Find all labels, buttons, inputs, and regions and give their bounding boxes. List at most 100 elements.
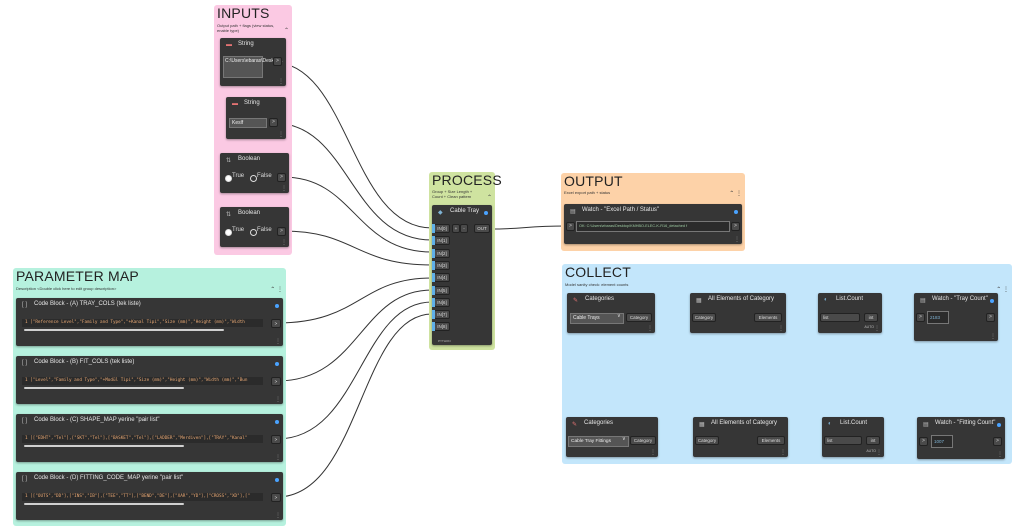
code-output-port[interactable]: > <box>271 493 281 502</box>
collect-group-title: COLLECT <box>565 264 631 280</box>
node-menu-icon[interactable]: ⋮ <box>647 326 653 332</box>
input-port[interactable]: > <box>919 437 928 446</box>
collapse-chevron-icon[interactable]: ⌃ ⋮ <box>996 287 1009 293</box>
elements-output-port[interactable]: Elements <box>757 436 785 445</box>
node-menu-icon[interactable]: ⋮ <box>278 132 284 138</box>
output-port[interactable]: > <box>269 118 278 127</box>
input-port[interactable]: > <box>916 313 925 322</box>
boolean-node-1[interactable]: ⇅ Boolean True False > ⋮ <box>220 153 289 193</box>
code-output-port[interactable]: > <box>271 435 281 444</box>
node-menu-icon[interactable]: ⋮ <box>997 452 1003 458</box>
node-menu-icon[interactable]: ⋮ <box>275 455 281 461</box>
category-input-port[interactable]: Category <box>692 313 716 322</box>
code-scrollbar[interactable] <box>24 445 184 447</box>
code-scrollbar[interactable] <box>24 503 184 505</box>
code-editor[interactable]: 1 ["Level","Family and Type","+Modül Tip… <box>22 377 263 385</box>
node-menu-icon[interactable]: ⋮ <box>275 339 281 345</box>
code-block-node[interactable]: [ ]Code Block - (A) TRAY_COLS (tek liste… <box>16 298 283 346</box>
category-output-port[interactable]: Category <box>626 313 652 322</box>
all-elements-node-2[interactable]: ▦ All Elements of Category Category Elem… <box>693 417 788 457</box>
node-menu-icon[interactable]: ⋮ <box>281 240 287 246</box>
input-port-0[interactable]: IN[0] <box>434 224 450 233</box>
watch-node-tray-count[interactable]: ▤ Watch - "Tray Count" > 2183 > ⋮ <box>914 293 998 341</box>
output-port[interactable]: > <box>986 313 995 322</box>
python-node-cable-tray[interactable]: ◆ Cable Tray IN[0]IN[1]IN[2]IN[3]IN[4]IN… <box>432 205 492 345</box>
list-count-node-1[interactable]: ◐ List.Count list int AUTO ⋮ <box>818 293 882 333</box>
watch-node-fitting-count[interactable]: ▤ Watch - "Fitting Count" > 1007 > ⋮ <box>917 417 1005 459</box>
node-menu-icon[interactable]: ⋮ <box>650 450 656 456</box>
collapse-chevron-icon[interactable]: ⌃ <box>283 28 289 34</box>
string-node-2[interactable]: ▬ String Keslf > ⋮ <box>226 97 286 139</box>
int-output-port[interactable]: int <box>864 313 878 322</box>
code-scrollbar[interactable] <box>24 387 184 389</box>
inputs-group-description: Output path + flags (view status, enable… <box>217 23 275 33</box>
code-block-node[interactable]: [ ]Code Block - (B) FIT_COLS (tek liste)… <box>16 356 283 404</box>
output-port[interactable]: > <box>993 437 1002 446</box>
code-editor[interactable]: 1 [["EDHT","Tel"],["SKT","Tel"],["BASKET… <box>22 435 263 443</box>
port-indicator-strip <box>432 285 435 295</box>
code-block-node[interactable]: [ ]Code Block - (C) SHAPE_MAP yerine "pa… <box>16 414 283 462</box>
code-editor[interactable]: 1 [["OUTS","DD"],["INS","IB"],["TEE","TT… <box>22 493 263 501</box>
category-input-port[interactable]: Category <box>695 436 719 445</box>
collapse-chevron-icon[interactable]: ⌃ ⋮ <box>729 191 742 197</box>
string-value-field[interactable]: Keslf <box>229 118 267 128</box>
category-output-port[interactable]: Category <box>630 436 656 445</box>
code-editor[interactable]: 1 ["Reference Level","Family and Type","… <box>22 319 263 327</box>
categories-icon: ✎ <box>572 422 578 428</box>
output-port[interactable]: > <box>277 173 286 182</box>
node-menu-icon[interactable]: ⋮ <box>780 450 786 456</box>
node-title: Watch - "Tray Count" <box>932 296 988 302</box>
watch-node-excel-path[interactable]: ▤ Watch - "Excel Path / Status" > OK: C:… <box>564 204 742 244</box>
output-port[interactable]: > <box>731 222 740 231</box>
add-port-button[interactable]: + <box>452 224 460 233</box>
false-radio-button[interactable] <box>250 175 257 182</box>
true-radio-button[interactable] <box>225 229 232 236</box>
node-menu-icon[interactable]: ⋮ <box>275 513 281 519</box>
remove-port-button[interactable]: - <box>460 224 468 233</box>
node-menu-icon[interactable]: ⋮ <box>876 450 882 456</box>
code-output-port[interactable]: > <box>271 377 281 386</box>
elements-output-port[interactable]: Elements <box>754 313 782 322</box>
input-port-4[interactable]: IN[4] <box>434 273 450 283</box>
boolean-node-2[interactable]: ⇅ Boolean True False > ⋮ <box>220 207 289 247</box>
code-scrollbar[interactable] <box>24 329 224 331</box>
output-port[interactable]: > <box>273 57 282 66</box>
all-elements-node-1[interactable]: ▦ All Elements of Category Category Elem… <box>690 293 786 333</box>
list-count-node-2[interactable]: ◐ List.Count list int AUTO ⋮ <box>822 417 884 457</box>
collapse-chevron-icon[interactable]: ⌃ <box>486 195 492 201</box>
categories-dropdown[interactable]: Cable Tray Fittings <box>568 436 629 447</box>
input-port-7[interactable]: IN[7] <box>434 310 450 320</box>
string-value-field[interactable]: C:\Users\ebaras\Desktop\ <box>223 56 282 78</box>
output-group-title: OUTPUT <box>564 173 623 189</box>
list-input-port[interactable]: list <box>824 436 862 445</box>
node-menu-icon[interactable]: ⋮ <box>278 79 284 85</box>
collapse-chevron-icon[interactable]: ⌃ ⋮ <box>270 287 283 293</box>
node-menu-icon[interactable]: ⋮ <box>874 326 880 332</box>
chevron-down-icon[interactable]: ∨ <box>617 313 621 319</box>
input-port-5[interactable]: IN[5] <box>434 285 450 295</box>
false-radio-button[interactable] <box>250 229 257 236</box>
categories-node-2[interactable]: ✎ Categories Cable Tray Fittings ∨ Categ… <box>566 417 658 457</box>
node-menu-icon[interactable]: ⋮ <box>734 237 740 243</box>
chevron-down-icon[interactable]: ∨ <box>622 436 626 442</box>
string-node-1[interactable]: ▬ String C:\Users\ebaras\Desktop\ > ⋮ <box>220 38 286 86</box>
node-menu-icon[interactable]: ⋮ <box>275 397 281 403</box>
code-output-port[interactable]: > <box>271 319 281 328</box>
input-port[interactable]: > <box>566 222 575 231</box>
input-port-2[interactable]: IN[2] <box>434 248 450 258</box>
node-menu-icon[interactable]: ⋮ <box>281 186 287 192</box>
input-port-3[interactable]: IN[3] <box>434 260 450 270</box>
input-port-8[interactable]: IN[8] <box>434 322 450 332</box>
node-menu-icon[interactable]: ⋮ <box>990 334 996 340</box>
node-menu-icon[interactable]: ⋮ <box>778 326 784 332</box>
true-radio-button[interactable] <box>225 175 232 182</box>
list-input-port[interactable]: list <box>820 313 860 322</box>
int-output-port[interactable]: int <box>866 436 880 445</box>
code-block-node[interactable]: [ ]Code Block - (D) FITTING_CODE_MAP yer… <box>16 472 283 520</box>
output-port[interactable]: > <box>277 227 286 236</box>
input-port-6[interactable]: IN[6] <box>434 297 450 307</box>
categories-dropdown[interactable]: Cable Trays <box>570 313 624 324</box>
categories-node-1[interactable]: ✎ Categories Cable Trays ∨ Category ⋮ <box>567 293 655 333</box>
input-port-1[interactable]: IN[1] <box>434 236 450 246</box>
output-port-out[interactable]: OUT <box>474 224 490 233</box>
